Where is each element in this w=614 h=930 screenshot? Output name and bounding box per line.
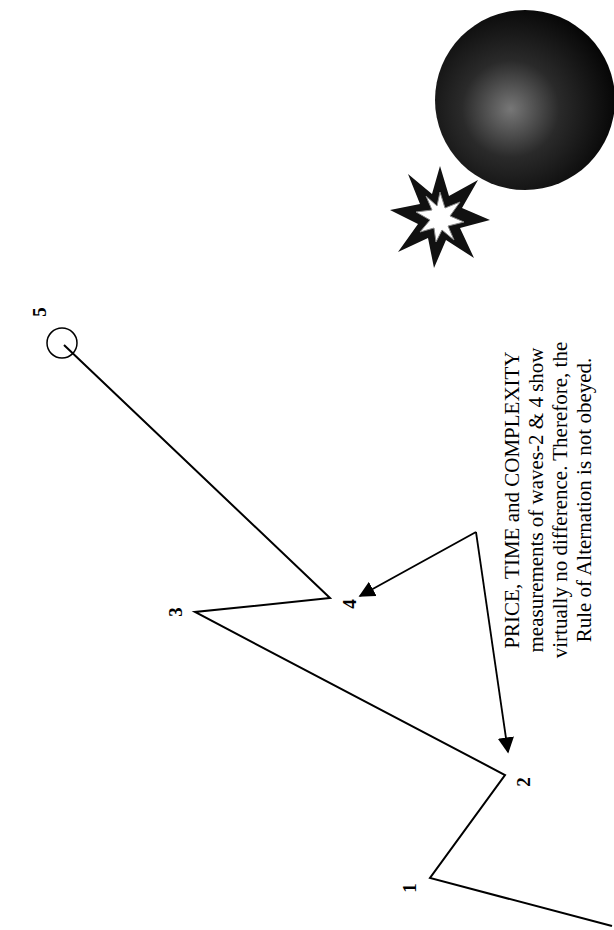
wave-number: 1 bbox=[400, 883, 420, 893]
bomb-sphere bbox=[435, 10, 614, 190]
leader-arrow bbox=[360, 532, 476, 596]
spark-star bbox=[390, 166, 490, 268]
wave-number: 3 bbox=[166, 607, 186, 617]
wave-number: 2 bbox=[514, 777, 534, 787]
wave5-circle bbox=[47, 328, 77, 358]
note-text: PRICE, TIME and COMPLEXITY measurements … bbox=[500, 325, 596, 675]
wave-number: 4 bbox=[340, 599, 360, 609]
wave-number: 5 bbox=[30, 307, 50, 317]
